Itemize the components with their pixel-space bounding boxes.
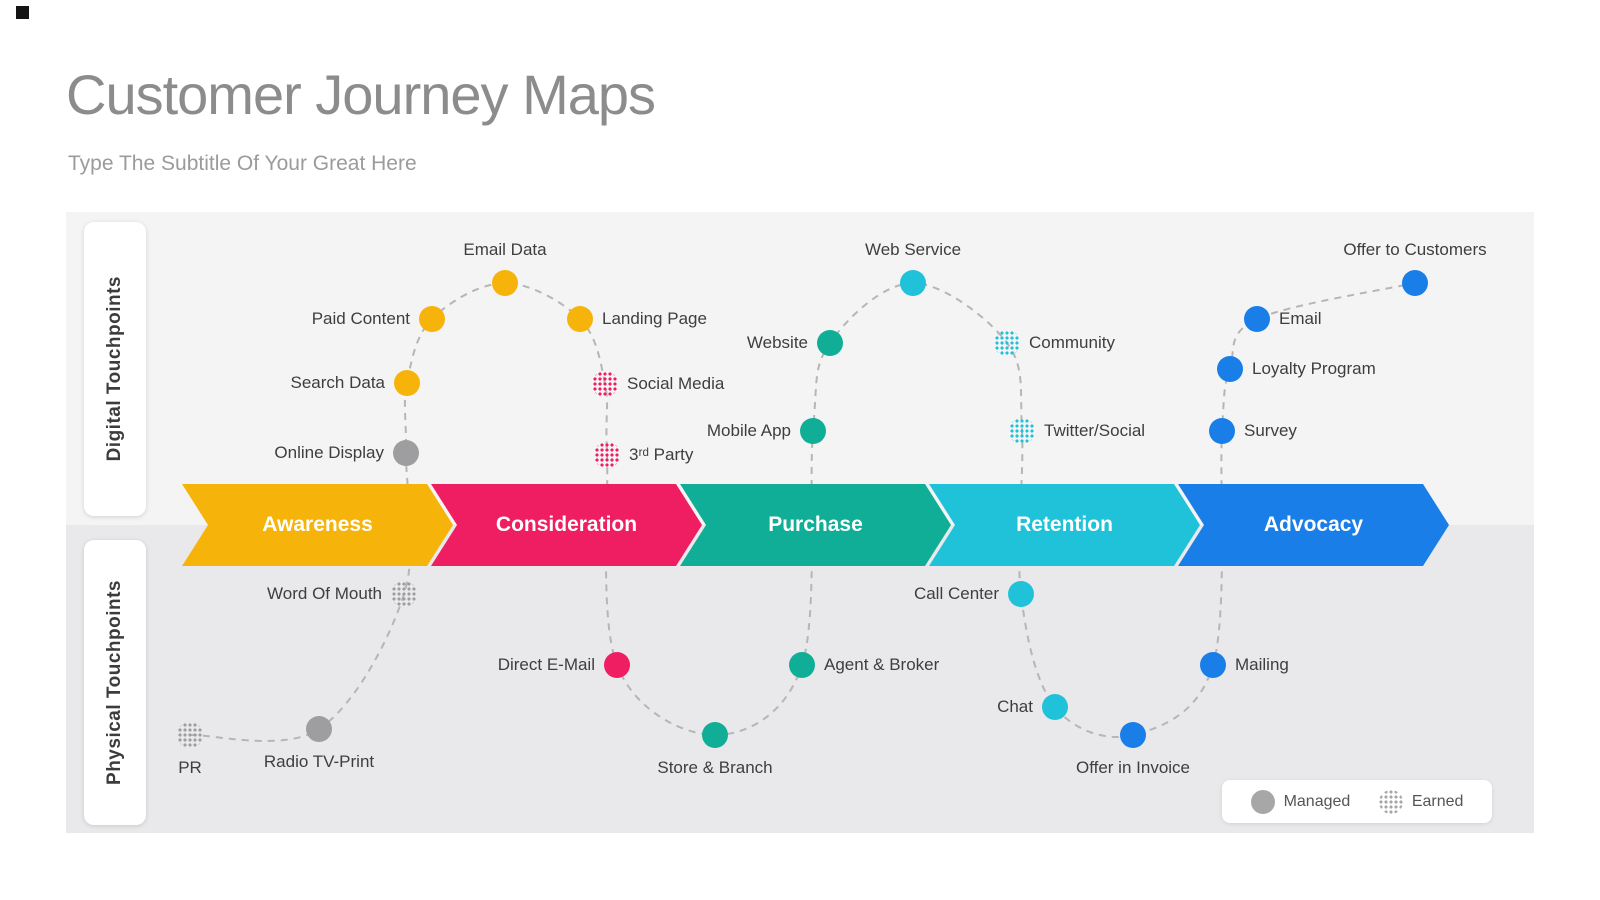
- touchpoint-dot-search-data: [394, 370, 420, 396]
- touchpoint-dot-social-media: [592, 371, 618, 397]
- touchpoint-dot-mailing: [1200, 652, 1226, 678]
- stage-arrow-purchase: Purchase: [680, 484, 951, 566]
- touchpoint-dot-paid-content: [419, 306, 445, 332]
- touchpoint-label-website: Website: [746, 333, 808, 352]
- corner-mark: [16, 6, 29, 19]
- physical-touchpoints-label: Physical Touchpoints: [104, 580, 125, 785]
- legend-label-earned: Earned: [1411, 792, 1464, 810]
- touchpoint-dot-email: [1244, 306, 1270, 332]
- touchpoint-label-radio-tv-print: Radio TV-Print: [263, 752, 375, 771]
- touchpoint-label-online-display: Online Display: [274, 443, 384, 462]
- touchpoint-dot-agent-broker: [789, 652, 815, 678]
- touchpoint-dot-store-branch: [702, 722, 728, 748]
- managed-dot-icon: [1250, 789, 1275, 814]
- stage-arrow-awareness: Awareness: [182, 484, 453, 566]
- touchpoint-dot-offer-customers: [1402, 270, 1428, 296]
- legend-label-managed: Managed: [1283, 792, 1351, 810]
- touchpoint-label-mobile-app: Mobile App: [706, 421, 791, 440]
- touchpoint-label-community: Community: [1029, 333, 1115, 352]
- touchpoint-label-word-of-mouth: Word Of Mouth: [267, 584, 382, 603]
- touchpoint-dot-radio-tv-print: [306, 716, 332, 742]
- touchpoint-dot-loyalty-program: [1217, 356, 1243, 382]
- touchpoint-dot-offer-invoice: [1120, 722, 1146, 748]
- legend-item-managed: Managed: [1250, 789, 1351, 814]
- touchpoint-dot-survey: [1209, 418, 1235, 444]
- stage-arrow-retention: Retention: [929, 484, 1200, 566]
- touchpoint-dot-web-service: [900, 270, 926, 296]
- touchpoint-dot-direct-email: [604, 652, 630, 678]
- touchpoint-dot-landing-page: [567, 306, 593, 332]
- touchpoint-label-agent-broker: Agent & Broker: [824, 655, 940, 674]
- touchpoint-dot-pr: [177, 722, 203, 748]
- legend: Managed Earned: [1222, 780, 1492, 823]
- touchpoint-label-web-service: Web Service: [864, 240, 962, 259]
- touchpoint-dot-email-data: [492, 270, 518, 296]
- touchpoint-label-paid-content: Paid Content: [311, 309, 410, 328]
- touchpoint-label-pr: PR: [178, 758, 202, 777]
- touchpoint-dot-twitter-social: [1009, 418, 1035, 444]
- touchpoint-label-mailing: Mailing: [1235, 655, 1289, 674]
- touchpoint-label-direct-email: Direct E-Mail: [497, 655, 595, 674]
- physical-touchpoints-card: Physical Touchpoints: [84, 540, 146, 825]
- touchpoint-dot-call-center: [1008, 581, 1034, 607]
- touchpoint-dot-community: [994, 330, 1020, 356]
- digital-touchpoints-label: Digital Touchpoints: [104, 276, 125, 462]
- touchpoint-label-loyalty-program: Loyalty Program: [1252, 359, 1376, 378]
- touchpoint-label-survey: Survey: [1244, 421, 1297, 440]
- digital-lane-background: [66, 212, 1534, 525]
- touchpoint-label-offer-invoice: Offer in Invoice: [1075, 758, 1191, 777]
- touchpoint-dot-word-of-mouth: [391, 581, 417, 607]
- touchpoint-dot-online-display: [393, 440, 419, 466]
- touchpoint-dot-chat: [1042, 694, 1068, 720]
- legend-item-earned: Earned: [1378, 789, 1464, 814]
- page-subtitle: Type The Subtitle Of Your Great Here: [68, 152, 417, 175]
- earned-dot-icon: [1378, 789, 1403, 814]
- touchpoint-label-email: Email: [1279, 309, 1322, 328]
- touchpoint-label-social-media: Social Media: [627, 374, 725, 393]
- page-title: Customer Journey Maps: [66, 63, 656, 126]
- touchpoint-label-offer-customers: Offer to Customers: [1343, 240, 1487, 259]
- stage-arrow-consideration: Consideration: [431, 484, 702, 566]
- touchpoint-label-chat: Chat: [997, 697, 1033, 716]
- touchpoint-label-twitter-social: Twitter/Social: [1044, 421, 1146, 440]
- touchpoint-label-call-center: Call Center: [913, 584, 999, 603]
- touchpoint-label-email-data: Email Data: [463, 240, 547, 259]
- digital-touchpoints-card: Digital Touchpoints: [84, 222, 146, 516]
- stage-arrow-advocacy: Advocacy: [1178, 484, 1449, 566]
- touchpoint-dot-website: [817, 330, 843, 356]
- touchpoint-label-third-party: 3ʳᵈ Party: [629, 445, 694, 464]
- touchpoint-label-store-branch: Store & Branch: [657, 758, 773, 777]
- touchpoint-dot-third-party: [594, 442, 620, 468]
- touchpoint-label-search-data: Search Data: [290, 373, 386, 392]
- touchpoint-dot-mobile-app: [800, 418, 826, 444]
- touchpoint-label-landing-page: Landing Page: [602, 309, 707, 328]
